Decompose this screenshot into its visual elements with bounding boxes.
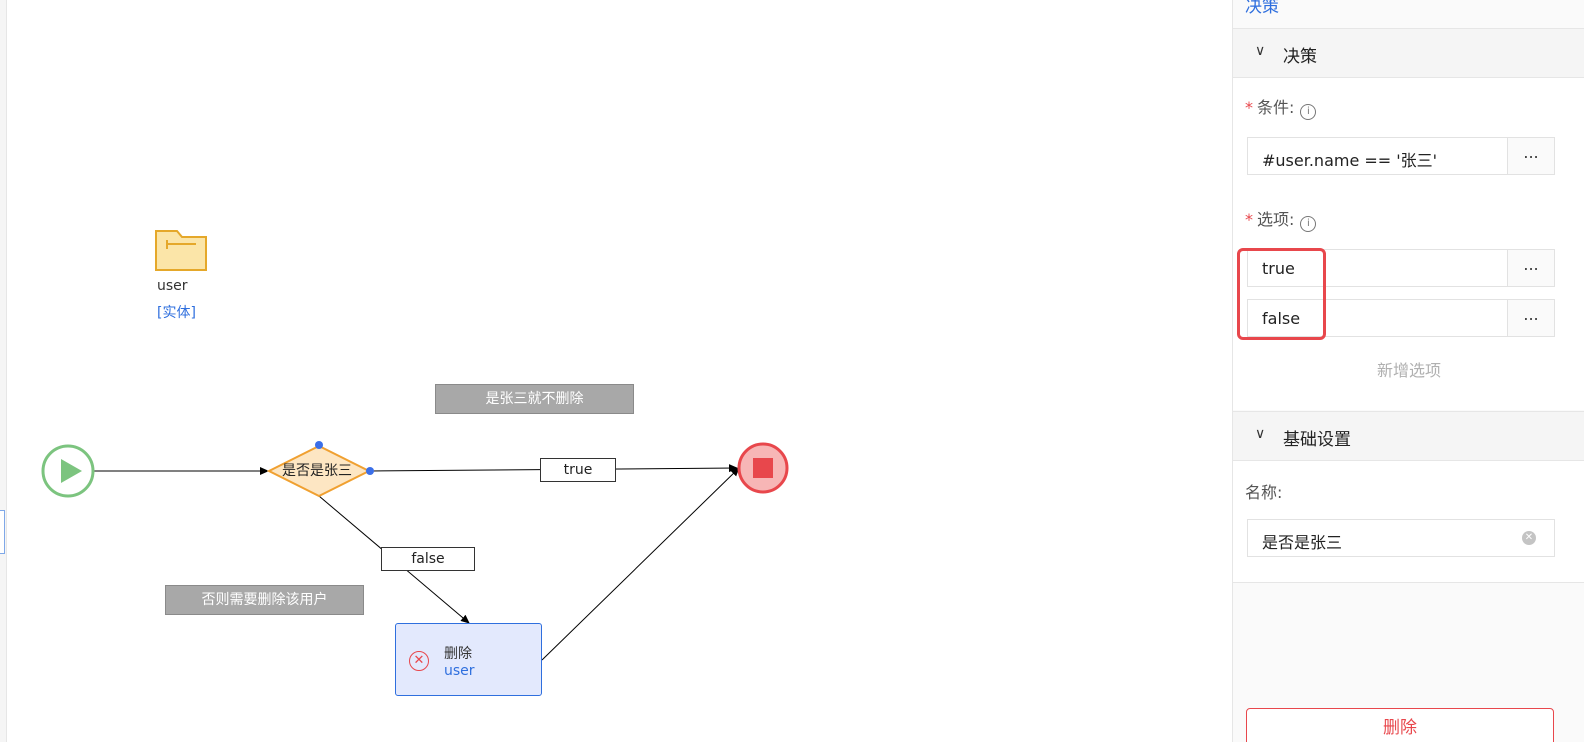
basic-section-title: 基础设置 xyxy=(1283,430,1351,450)
option-input-true[interactable]: true ... xyxy=(1247,249,1555,287)
task-name: 删除 xyxy=(444,646,472,662)
options-label: *选项: i xyxy=(1245,206,1317,232)
entity-tag: [实体] xyxy=(157,305,196,321)
flow-canvas[interactable]: user [实体] 是张三就不删除 否则需要删除该用户 是否是张三 true f… xyxy=(0,0,1232,742)
condition-input[interactable]: #user.name == '张三' ... xyxy=(1247,137,1555,175)
delete-button[interactable]: 删除 xyxy=(1246,708,1554,742)
condition-label: *条件: i xyxy=(1245,94,1317,120)
condition-more-button[interactable]: ... xyxy=(1507,138,1554,174)
connection-handle-top xyxy=(315,441,323,449)
info-icon[interactable]: i xyxy=(1300,104,1317,120)
name-label: 名称: xyxy=(1245,483,1283,502)
chevron-down-icon[interactable]: ∨ xyxy=(1255,43,1266,59)
chevron-down-icon[interactable]: ∨ xyxy=(1255,426,1266,442)
connection-handle-right xyxy=(366,467,374,475)
options-highlight-annotation xyxy=(1237,248,1326,340)
properties-panel: 决策 ∨ 决策 *条件:i #user.name == '张三' ... *选项… xyxy=(1232,0,1584,742)
edge-label-true[interactable]: true xyxy=(540,458,616,482)
entity-folder-icon[interactable] xyxy=(155,230,207,271)
options-label-text: 选项: xyxy=(1257,210,1295,229)
option-value[interactable]: true xyxy=(1262,259,1295,278)
decision-label[interactable]: 是否是张三 xyxy=(282,463,352,479)
edge-task-to-end xyxy=(541,467,740,661)
start-event[interactable] xyxy=(41,444,95,498)
end-event[interactable] xyxy=(737,442,789,494)
required-asterisk: * xyxy=(1245,210,1253,229)
note-need-delete[interactable]: 否则需要删除该用户 xyxy=(165,585,364,615)
task-entity: user xyxy=(444,663,475,679)
option-value[interactable]: false xyxy=(1262,309,1301,328)
basic-section-header[interactable]: ∨ 基础设置 xyxy=(1233,411,1584,461)
flow-diagram xyxy=(41,230,789,661)
delete-task-node[interactable]: ✕ 删除 user xyxy=(395,623,542,696)
name-input[interactable]: 是否是张三 ✕ xyxy=(1247,519,1555,557)
basic-section-body: 名称: 是否是张三 ✕ xyxy=(1233,461,1584,583)
condition-label-text: 条件: xyxy=(1257,98,1295,117)
decision-node[interactable] xyxy=(266,441,374,498)
decision-section-header[interactable]: ∨ 决策 xyxy=(1233,28,1584,78)
decision-section-body: *条件:i #user.name == '张三' ... *选项:i true … xyxy=(1233,78,1584,410)
decision-section-title: 决策 xyxy=(1283,47,1317,67)
canvas-left-selection-mark xyxy=(0,510,5,554)
entity-name[interactable]: user xyxy=(157,278,188,294)
add-option-button[interactable]: 新增选项 xyxy=(1376,361,1441,380)
option-more-button[interactable]: ... xyxy=(1507,300,1554,336)
clear-icon[interactable]: ✕ xyxy=(1522,531,1536,545)
condition-value[interactable]: #user.name == '张三' xyxy=(1262,151,1438,170)
close-circle-icon: ✕ xyxy=(409,651,429,671)
required-asterisk: * xyxy=(1245,98,1253,117)
panel-top-title[interactable]: 决策 xyxy=(1245,0,1279,17)
canvas-left-toolbar-edge xyxy=(0,0,7,742)
info-icon[interactable]: i xyxy=(1300,216,1317,232)
option-more-button[interactable]: ... xyxy=(1507,250,1554,286)
name-value[interactable]: 是否是张三 xyxy=(1262,533,1343,552)
edge-label-false[interactable]: false xyxy=(381,547,475,571)
option-input-false[interactable]: false ... xyxy=(1247,299,1555,337)
note-not-delete[interactable]: 是张三就不删除 xyxy=(435,384,634,414)
